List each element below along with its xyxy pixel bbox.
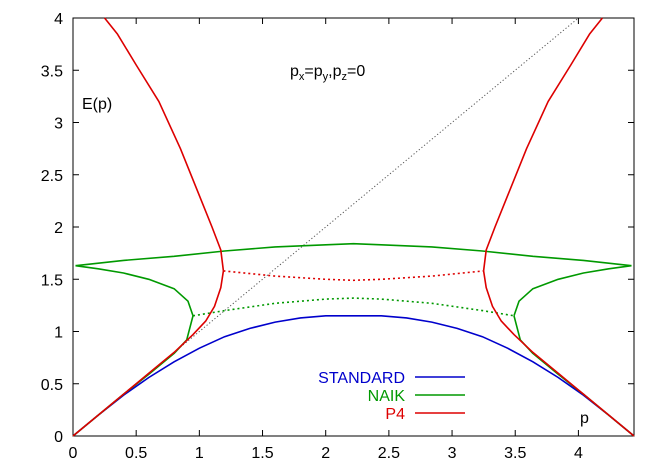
- condition-end: =0: [347, 63, 365, 80]
- y-tick-label: 0.5: [41, 377, 63, 394]
- x-tick-label: 4: [574, 445, 583, 462]
- series-line-naik-segment-3: [513, 264, 632, 317]
- legend-label-standard: STANDARD: [318, 370, 405, 387]
- y-tick-label: 3.5: [41, 63, 63, 80]
- series-layer: [72, 17, 635, 437]
- condition-sub-z: z: [342, 71, 348, 83]
- condition-comma: ,p: [328, 63, 341, 80]
- x-axis-label: p: [580, 410, 589, 427]
- condition-annotation: px=py,pz=0: [290, 63, 365, 83]
- series-line-p4-segment-0: [72, 270, 225, 437]
- y-tick-label: 2: [54, 220, 63, 237]
- y-tick-label: 0: [54, 429, 63, 446]
- x-tick-label: 0.5: [125, 445, 147, 462]
- y-tick-label: 2.5: [41, 168, 63, 185]
- y-tick-label: 1.5: [41, 272, 63, 289]
- condition-eq: =p: [304, 63, 322, 80]
- legend-label-naik: NAIK: [368, 388, 406, 405]
- x-tick-label: 2: [321, 445, 330, 462]
- series-line-p4-segment-3: [482, 270, 635, 437]
- y-tick-label: 3: [54, 116, 63, 133]
- axis-ticks: [72, 17, 634, 437]
- legend-label-p4: P4: [385, 406, 405, 423]
- x-tick-label: 1: [195, 445, 204, 462]
- series-line-naik-segment-2: [75, 242, 632, 267]
- series-line-naik-segment-0: [72, 315, 194, 437]
- series-line-naik-segment-4: [513, 315, 635, 437]
- x-tick-label: 3: [448, 445, 457, 462]
- x-tick-label: 2.5: [378, 445, 400, 462]
- series-line-standard: [72, 315, 635, 437]
- y-tick-label: 4: [54, 11, 63, 28]
- x-tick-label: 1.5: [251, 445, 273, 462]
- condition-sub-x: x: [299, 71, 305, 83]
- series-dotted-naik: [192, 297, 515, 317]
- legend: STANDARD NAIK P4: [318, 370, 465, 423]
- series-line-naik-segment-1: [75, 264, 194, 317]
- condition-sub-y: y: [323, 71, 329, 83]
- series-dotted-p4: [223, 270, 484, 282]
- x-tick-label: 0: [69, 445, 78, 462]
- y-axis-label: E(p): [82, 96, 112, 113]
- x-tick-label: 3.5: [504, 445, 526, 462]
- tick-labels: 0 0.5 1 1.5 2 2.5 3 3.5 4 0 0.5 1 1.5 2 2.5 3 3.5 4: [41, 11, 583, 462]
- series-line-p4-segment-1: [103, 17, 225, 271]
- y-tick-label: 1: [54, 325, 63, 342]
- series-line-p4-segment-2: [482, 17, 604, 271]
